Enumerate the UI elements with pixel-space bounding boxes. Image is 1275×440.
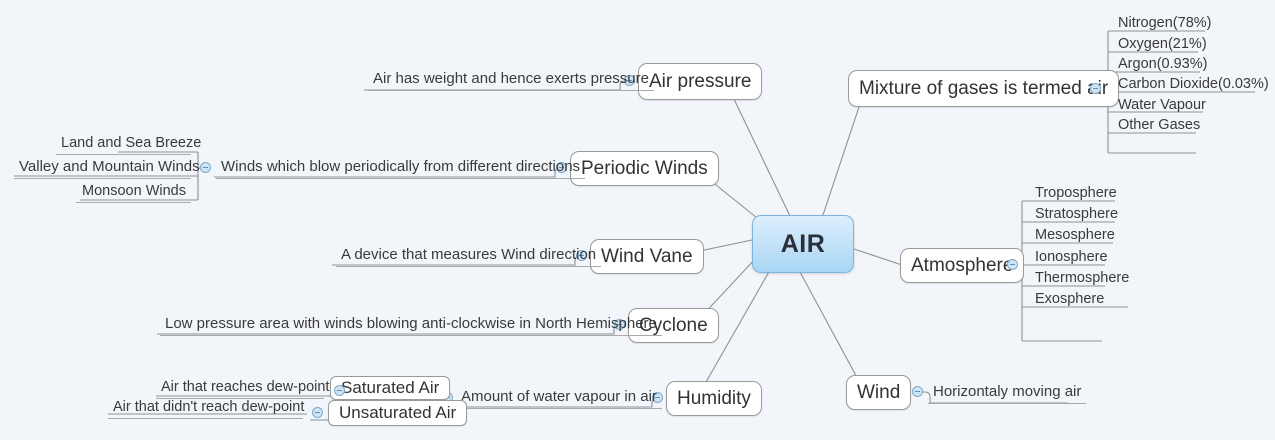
leaf-troposphere[interactable]: Troposphere [1035,185,1117,201]
node-saturated-air-label: Saturated Air [341,378,440,397]
node-saturated-air[interactable]: Saturated Air [330,376,451,400]
node-cyclone[interactable]: Cyclone [628,308,719,343]
collapse-toggle-wind-vane[interactable] [576,250,587,261]
leaf-argon[interactable]: Argon(0.93%) [1118,56,1208,72]
node-periodic-winds-label: Periodic Winds [581,157,708,179]
root-node-air[interactable]: AIR [752,215,854,273]
node-humidity[interactable]: Humidity [666,381,762,416]
node-air-pressure-label: Air pressure [649,70,752,92]
leaf-land-and-sea-breeze[interactable]: Land and Sea Breeze [56,134,201,155]
leaf-ionosphere[interactable]: Ionosphere [1035,249,1108,265]
collapse-toggle-periodic-winds-children[interactable] [200,162,211,173]
node-wind[interactable]: Wind [846,375,912,410]
leaf-saturated-air-detail[interactable]: Air that reaches dew-point [156,378,329,399]
collapse-toggle-periodic-winds[interactable] [556,162,567,173]
leaf-mesosphere[interactable]: Mesosphere [1035,227,1115,243]
leaf-air-has-weight[interactable]: Air has weight and hence exerts pressure [368,70,654,91]
node-atmosphere[interactable]: Atmosphere [900,248,1025,283]
leaf-valley-and-mountain-winds[interactable]: Valley and Mountain Winds [14,158,200,179]
collapse-toggle-saturated-air[interactable] [334,385,345,396]
leaf-monsoon-winds[interactable]: Monsoon Winds [76,182,191,203]
leaf-stratosphere[interactable]: Stratosphere [1035,206,1119,222]
leaf-cyclone-description[interactable]: Low pressure area with winds blowing ant… [160,315,662,336]
node-mixture-of-gases[interactable]: Mixture of gases is termed air [848,70,1120,107]
collapse-toggle-air-pressure[interactable] [624,75,635,86]
collapse-toggle-cyclone[interactable] [614,319,625,330]
leaf-nitrogen[interactable]: Nitrogen(78%) [1118,15,1212,31]
node-periodic-winds[interactable]: Periodic Winds [570,151,719,186]
leaf-exosphere[interactable]: Exosphere [1035,291,1105,307]
leaf-humidity-description[interactable]: Amount of water vapour in air [456,388,662,409]
leaf-oxygen[interactable]: Oxygen(21%) [1118,36,1207,52]
root-node-label: AIR [780,229,826,258]
node-wind-vane[interactable]: Wind Vane [590,239,704,274]
leaf-horizontally-moving-air[interactable]: Horizontaly moving air [928,383,1087,404]
leaf-unsaturated-air-detail[interactable]: Air that didn't reach dew-point [108,398,304,419]
collapse-toggle-wind[interactable] [912,386,923,397]
node-wind-label: Wind [857,381,901,403]
leaf-thermosphere[interactable]: Thermosphere [1035,270,1130,286]
collapse-toggle-atmosphere[interactable] [1007,259,1018,270]
collapse-toggle-humidity[interactable] [652,392,663,403]
leaf-water-vapour[interactable]: Water Vapour [1118,97,1206,113]
node-wind-vane-label: Wind Vane [601,245,693,267]
leaf-wind-vane-description[interactable]: A device that measures Wind direction [336,246,602,267]
leaf-other-gases[interactable]: Other Gases [1118,117,1201,133]
node-mixture-of-gases-label: Mixture of gases is termed air [859,77,1109,99]
node-cyclone-label: Cyclone [639,314,708,336]
node-atmosphere-label: Atmosphere [911,254,1014,276]
node-humidity-label: Humidity [677,387,751,409]
collapse-toggle-mixture-of-gases[interactable] [1090,83,1101,94]
leaf-carbon-dioxide[interactable]: Carbon Dioxide(0.03%) [1118,76,1269,92]
node-air-pressure[interactable]: Air pressure [638,63,763,100]
leaf-periodic-winds-description[interactable]: Winds which blow periodically from diffe… [216,158,586,179]
node-unsaturated-air-label: Unsaturated Air [339,403,457,422]
collapse-toggle-unsaturated-air[interactable] [312,407,323,418]
node-unsaturated-air[interactable]: Unsaturated Air [328,400,468,426]
